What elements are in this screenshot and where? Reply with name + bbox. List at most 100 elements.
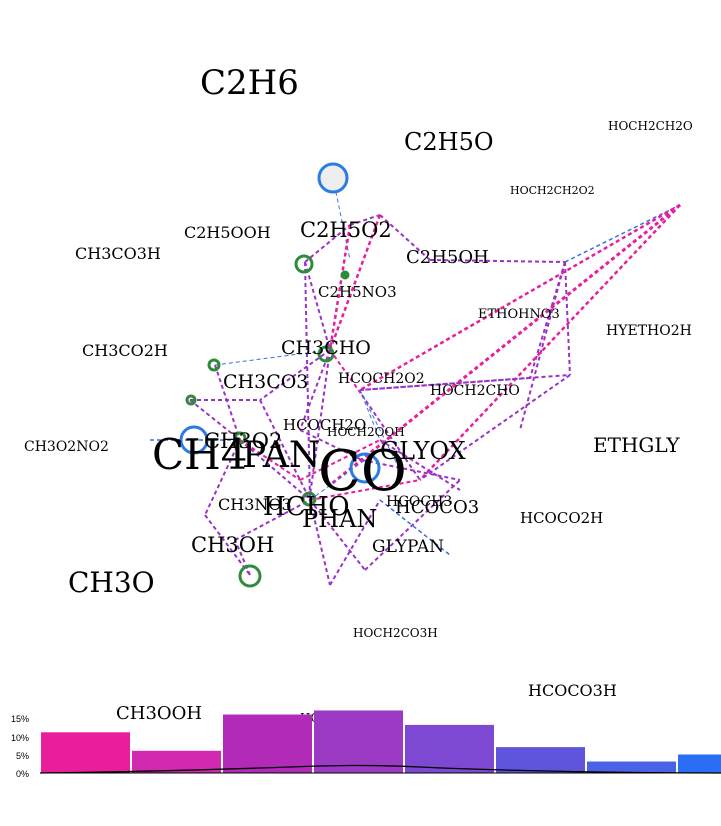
label-c2h5o2[interactable]: C2H5O2 — [300, 218, 392, 242]
species-node[interactable] — [238, 564, 262, 588]
reaction-edge — [328, 214, 382, 351]
reaction-edge — [214, 349, 331, 366]
label-hcoco3[interactable]: HCOCO3 — [395, 497, 479, 518]
species-node[interactable] — [340, 270, 350, 280]
label-hcoco3h[interactable]: HCOCO3H — [528, 681, 617, 700]
label-hcoco2h[interactable]: HCOCO2H — [520, 509, 603, 527]
reaction-edges — [150, 177, 681, 586]
y-tick-15: 15% — [11, 714, 29, 724]
reaction-edge — [234, 539, 251, 576]
histogram-bar[interactable] — [678, 754, 721, 774]
y-tick-10: 10% — [11, 733, 29, 743]
histogram-bar[interactable] — [587, 761, 676, 773]
species-node[interactable] — [207, 358, 221, 372]
reaction-edge — [299, 349, 331, 431]
histogram-bar[interactable] — [314, 710, 403, 773]
species-node-major[interactable] — [317, 162, 349, 194]
reaction-edge — [359, 203, 681, 392]
reaction-edge — [299, 439, 381, 481]
label-ch3no3[interactable]: CH3NO3 — [218, 495, 292, 514]
label-ch3co2h[interactable]: CH3CO2H — [82, 341, 168, 360]
reaction-edge — [259, 349, 331, 401]
label-co[interactable]: CO — [318, 439, 407, 504]
species-labels: C2H6 C2H5O HOCH2CH2O HOCH2CH2O2 C2H5OOH … — [24, 63, 693, 725]
histogram-bar[interactable] — [41, 732, 130, 773]
reaction-edge — [564, 204, 681, 263]
label-hoch2co3h[interactable]: HOCH2CO3H — [353, 626, 438, 640]
label-hoch2cho[interactable]: HOCH2CHO — [430, 383, 520, 399]
reaction-edge — [519, 261, 566, 431]
label-hoch2ooh[interactable]: HOCH2OOH — [327, 425, 405, 439]
reaction-edge — [309, 479, 421, 501]
reaction-edge — [234, 499, 311, 541]
species-node[interactable] — [317, 345, 335, 363]
label-ch3co3[interactable]: CH3CO3 — [223, 371, 308, 393]
reaction-edge — [359, 389, 401, 471]
label-c2h6[interactable]: C2H6 — [200, 63, 299, 103]
y-tick-5: 5% — [16, 751, 29, 761]
reaction-edge — [214, 364, 241, 441]
label-ch3ooh[interactable]: CH3OOH — [116, 703, 202, 724]
reaction-edge — [379, 499, 451, 556]
reaction-edge — [309, 349, 331, 496]
y-tick-0: 0% — [16, 769, 29, 779]
label-hcoch2o[interactable]: HCOCH2O — [283, 416, 366, 434]
histogram-bar[interactable] — [223, 714, 312, 773]
species-node[interactable] — [185, 394, 197, 406]
reaction-edge — [349, 214, 381, 226]
reaction-edge — [329, 499, 381, 586]
reaction-edge — [429, 259, 566, 263]
label-glypan[interactable]: GLYPAN — [372, 537, 444, 557]
reaction-edge — [304, 261, 331, 351]
label-c2h5ooh[interactable]: C2H5OOH — [184, 223, 271, 242]
species-node-major[interactable] — [349, 452, 381, 484]
label-hcoch3[interactable]: HCOCH3 — [386, 494, 452, 510]
species-node-major[interactable] — [179, 425, 209, 455]
reaction-edge — [304, 261, 311, 501]
histogram-bar[interactable] — [132, 750, 221, 773]
label-ch4[interactable]: CH4 — [152, 430, 247, 479]
reaction-edge — [419, 204, 681, 481]
label-hyetho2h[interactable]: HYETHO2H — [606, 323, 692, 339]
label-glyox[interactable]: GLYOX — [380, 437, 466, 465]
label-hcho[interactable]: HCHO — [263, 492, 350, 522]
reaction-edge — [364, 479, 461, 571]
label-pan[interactable]: PAN — [242, 435, 320, 476]
species-node[interactable] — [294, 254, 314, 274]
label-hoch2ch2o[interactable]: HOCH2CH2O — [608, 119, 693, 133]
histogram-bars — [41, 710, 721, 773]
reaction-edge — [359, 377, 531, 391]
reaction-edge — [309, 459, 366, 501]
reaction-edge — [259, 399, 311, 501]
reaction-edge — [328, 224, 352, 351]
reaction-edge — [379, 439, 461, 491]
label-c2h5no3[interactable]: C2H5NO3 — [318, 283, 397, 301]
label-c2h5oh[interactable]: C2H5OH — [406, 247, 489, 268]
reaction-edge — [361, 394, 421, 481]
reaction-edge — [419, 374, 571, 481]
label-c2h5o[interactable]: C2H5O — [404, 128, 494, 156]
label-ch3o2[interactable]: CH3O2 — [204, 429, 282, 453]
label-ch3o[interactable]: CH3O — [68, 566, 155, 599]
label-ch3cho[interactable]: CH3CHO — [281, 337, 371, 359]
reaction-edge — [189, 399, 241, 441]
label-ch3co3h[interactable]: CH3CO3H — [75, 244, 161, 263]
histogram-bar[interactable] — [496, 747, 585, 773]
species-nodes — [179, 162, 381, 588]
histogram-bar[interactable] — [405, 724, 494, 773]
reaction-edge — [239, 439, 311, 501]
reaction-edge — [329, 349, 363, 396]
label-ch3oh[interactable]: CH3OH — [191, 533, 274, 557]
label-ethohno3[interactable]: ETHOHNO3 — [478, 307, 560, 322]
reaction-edge — [204, 514, 251, 576]
reaction-edge — [304, 224, 351, 263]
species-node[interactable] — [301, 491, 317, 507]
label-hcoch2o2[interactable]: HCOCH2O2 — [338, 371, 425, 387]
species-node[interactable] — [233, 431, 247, 445]
label-phan[interactable]: PHAN — [302, 505, 377, 533]
label-hoch2ch2o2[interactable]: HOCH2CH2O2 — [510, 184, 595, 197]
label-ch3o2no2[interactable]: CH3O2NO2 — [24, 439, 109, 455]
label-ethgly[interactable]: ETHGLY — [593, 433, 680, 457]
reaction-edge — [564, 261, 571, 376]
